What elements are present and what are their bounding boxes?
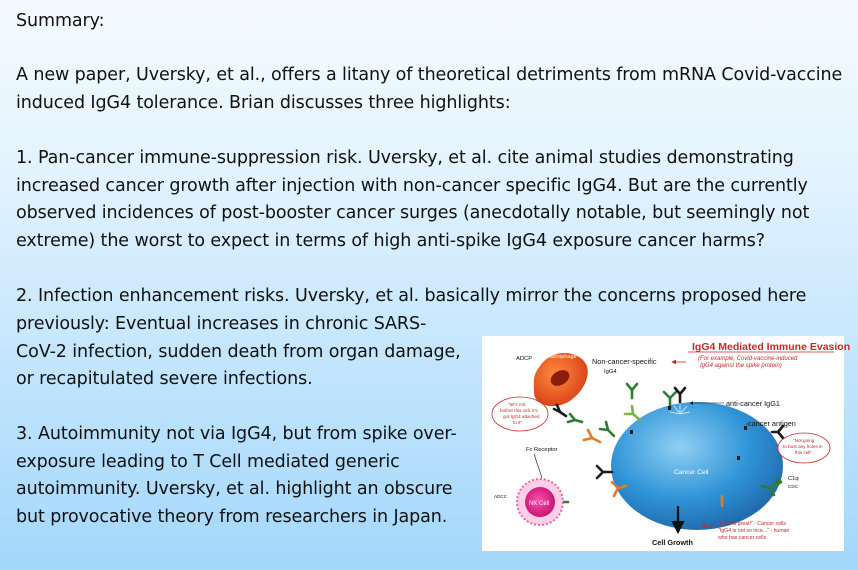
fc-receptor-label: Fc Receptor <box>526 447 558 453</box>
antibody-glyphs <box>550 382 785 510</box>
cdc-label: CDC <box>788 484 799 489</box>
adcc-label: ADCC <box>494 494 508 499</box>
bubble-left-line4: to it" <box>513 420 522 425</box>
bubble-left-line2: bother this cell, it's <box>500 408 538 413</box>
point-3-paragraph: 3. Autoimmunity not via IgG4, but from s… <box>16 424 457 527</box>
intro-paragraph: A new paper, Uversky, et al., offers a l… <box>16 65 843 113</box>
figure-subtitle-line2: IgG4 against the spike protein) <box>700 363 782 369</box>
figure-canvas: IgG4 Mediated Immune Evasion (For exampl… <box>491 341 850 547</box>
cancer-cell-label: Cancer Cell <box>674 469 709 476</box>
quote-human-line2: who has cancer cells <box>718 535 767 541</box>
bubble-left-line1: "let's not <box>508 402 526 407</box>
speech-bubble-left <box>491 396 549 432</box>
non-cancer-specific-label: Non-cancer-specific <box>592 357 657 366</box>
figure-title: IgG4 Mediated Immune Evasion <box>692 341 850 353</box>
nk-cell <box>525 487 555 517</box>
adcp-label: ADCP <box>516 356 532 362</box>
igg4-immune-evasion-figure: IgG4 Mediated Immune Evasion (For exampl… <box>482 336 850 551</box>
c1q-label: C1q <box>788 476 799 482</box>
quote-cancer-cells: "IgG4 is great!" - Cancer cells <box>718 521 786 527</box>
bubble-left-line3: got IgG4 attached <box>503 414 540 419</box>
point-2-continued: previously: Eventual increases in chroni… <box>16 314 461 389</box>
bubble-right-line1: "Not going <box>793 438 815 443</box>
macrophage-label: Macrophage <box>546 354 577 360</box>
cell-growth-label: Cell Growth <box>652 538 693 547</box>
speech-bubble-right <box>777 432 831 464</box>
igg4-label: IgG4 <box>604 369 617 375</box>
point-2-first-line: 2. Infection enhancement risks. Uversky,… <box>16 286 807 306</box>
point-1-paragraph: 1. Pan-cancer immune-suppression risk. U… <box>16 148 810 251</box>
anti-cancer-igg1-label: anti-cancer IgG1 <box>726 399 780 408</box>
nk-cell-label: NK Cell <box>529 501 549 507</box>
cancer-antigen-label: cancer antigen <box>748 419 796 428</box>
c1q-glyph <box>775 478 783 486</box>
cancer-cell <box>611 402 783 530</box>
figure-subtitle-line1: (For example, Covid-vaccine-induced <box>698 356 798 362</box>
quote-human-line1: "IgG4 is not so nice..." - human <box>718 528 790 534</box>
bubble-right-line3: this cell" <box>795 450 812 455</box>
summary-heading: Summary: <box>16 11 105 31</box>
bubble-right-line2: to bust any holes in <box>783 444 823 449</box>
